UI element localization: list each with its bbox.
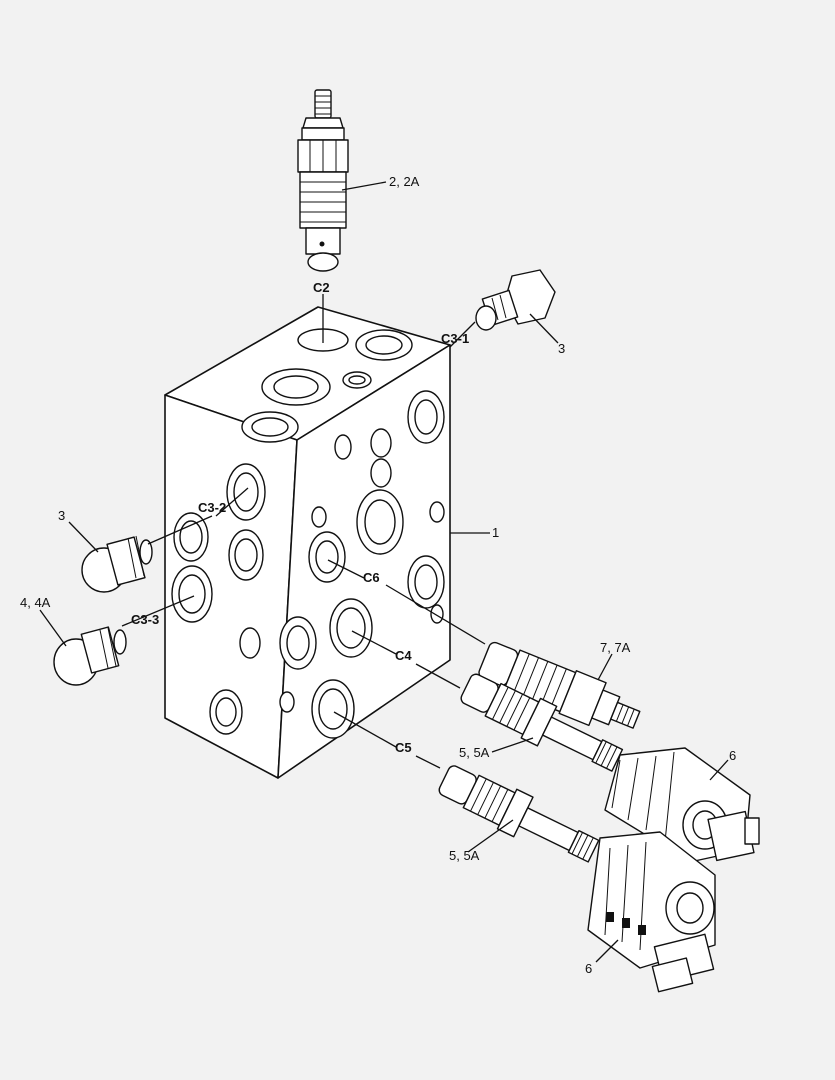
label-relief-valve: 2, 2A — [389, 174, 420, 189]
relief-valve-cartridge — [297, 89, 349, 272]
label-plug-top: 3 — [558, 341, 565, 356]
plug-lower-left — [53, 626, 127, 686]
label-cartridge-c6: 7, 7A — [600, 640, 631, 655]
callout-labels: 2, 2A C2 C3-1 3 1 C3-2 3 C6 4, 4A C3-3 C… — [20, 174, 736, 976]
label-solenoid-bottom: 6 — [585, 961, 592, 976]
label-cavity-c3-1: C3-1 — [441, 331, 469, 346]
label-solenoid-top: 6 — [729, 748, 736, 763]
label-cavity-c3-2: C3-2 — [198, 500, 226, 515]
manifold-block — [164, 306, 451, 779]
label-manifold-body: 1 — [492, 525, 499, 540]
label-cavity-c5: C5 — [395, 740, 412, 755]
plug-top — [475, 269, 556, 331]
plug-left — [81, 535, 153, 593]
label-plug-left: 3 — [58, 508, 65, 523]
label-valve-c5: 5, 5A — [449, 848, 480, 863]
leader-lines — [39, 181, 729, 963]
solenoid-coil-bottom — [587, 831, 716, 993]
label-cavity-c3-3: C3-3 — [131, 612, 159, 627]
label-valve-c4: 5, 5A — [459, 745, 490, 760]
label-plug-lower-left: 4, 4A — [20, 595, 51, 610]
label-cavity-c6: C6 — [363, 570, 380, 585]
label-cavity-c2: C2 — [313, 280, 330, 295]
label-cavity-c4: C4 — [395, 648, 412, 663]
valve-c4 — [460, 673, 624, 772]
